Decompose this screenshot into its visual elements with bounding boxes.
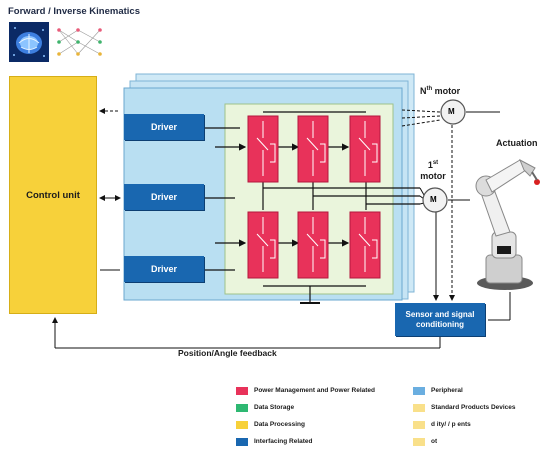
actuation-label: Actuation	[496, 138, 538, 148]
legend-right: Peripheral Standard Products Devices d i…	[413, 386, 548, 446]
legend-item: Standard Products Devices	[413, 403, 548, 412]
legend-item: ot	[413, 437, 548, 446]
feedback-label: Position/Angle feedback	[178, 348, 277, 358]
legend-swatch	[413, 420, 425, 429]
legend-left: Power Management and Power Related Data …	[236, 386, 375, 446]
diagram-title: Forward / Inverse Kinematics	[8, 6, 140, 17]
power-switch-modules	[247, 115, 381, 279]
driver-label: Driver	[150, 122, 177, 132]
legend-swatch	[413, 386, 425, 395]
legend-swatch	[236, 386, 248, 395]
robot-arm-icon	[475, 158, 540, 290]
nth-motor-label: Nth motor	[420, 86, 461, 96]
legend-item: Data Storage	[236, 403, 375, 412]
driver-block-3: Driver	[124, 256, 204, 282]
control-unit-label: Control unit	[26, 189, 80, 201]
sensor-conditioning-block: Sensor and signal conditioning	[395, 303, 485, 336]
driver-label: Driver	[150, 192, 177, 202]
first-motor-symbol	[422, 187, 448, 213]
legend-swatch	[413, 403, 425, 412]
legend-item: Data Processing	[236, 420, 375, 429]
legend-swatch	[236, 437, 248, 446]
legend-swatch	[413, 437, 425, 446]
first-motor-label: 1st motor	[420, 160, 446, 181]
legend-item: Power Management and Power Related	[236, 386, 375, 395]
sensor-label: Sensor and signal conditioning	[405, 309, 475, 329]
driver-block-1: Driver	[124, 114, 204, 140]
kinematic-network-icon	[57, 28, 102, 56]
control-unit-block: Control unit	[9, 76, 97, 314]
driver-block-2: Driver	[124, 184, 204, 210]
legend-item: Peripheral	[413, 386, 548, 395]
bus-lines	[262, 111, 420, 304]
legend-item: Interfacing Related	[236, 437, 375, 446]
nth-motor-symbol-label: M	[448, 107, 455, 116]
legend-item: d ity/ / p ents	[413, 420, 548, 429]
nth-motor-symbol	[440, 99, 466, 125]
legend-swatch	[236, 403, 248, 412]
first-motor-symbol-label: M	[430, 195, 437, 204]
legend-swatch	[236, 420, 248, 429]
brain-icon	[9, 22, 49, 62]
driver-label: Driver	[150, 264, 177, 274]
